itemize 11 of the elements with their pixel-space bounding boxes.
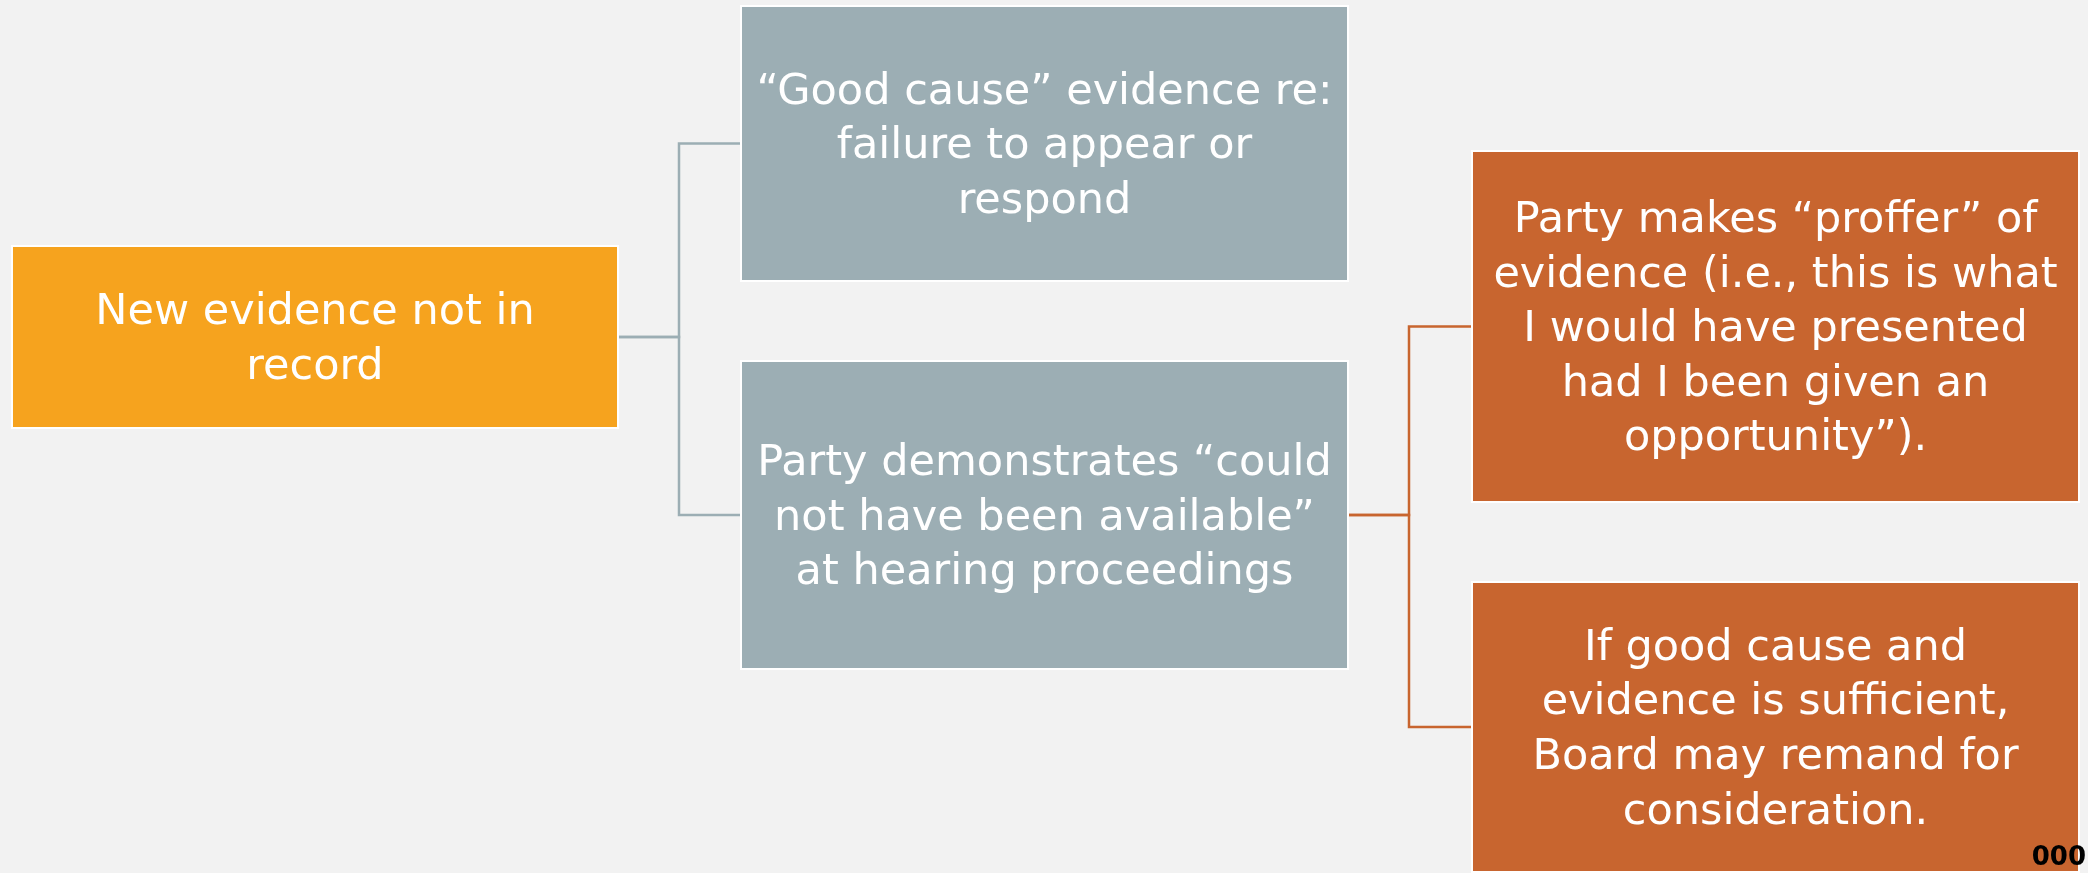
box-text: Party demonstrates “could not have been available” at hearing proceedings (756, 434, 1333, 597)
box-text: Party makes “proffer” of evidence (i.e., this is what I would have presented had I been given an opportunity”). (1492, 190, 2059, 463)
process-box (11, 245, 619, 429)
connector-line (619, 335, 740, 517)
box-text: “Good cause” evidence re: failure to appear or respond (755, 62, 1334, 225)
process-box (740, 5, 1349, 282)
box-text: If good cause and evidence is sufficient, Board may remand for consideration. (1531, 618, 2020, 836)
connector-line (1349, 513, 1471, 729)
process-box (740, 360, 1349, 670)
process-box (1471, 150, 2080, 503)
box-text: New evidence not in record (94, 283, 536, 391)
